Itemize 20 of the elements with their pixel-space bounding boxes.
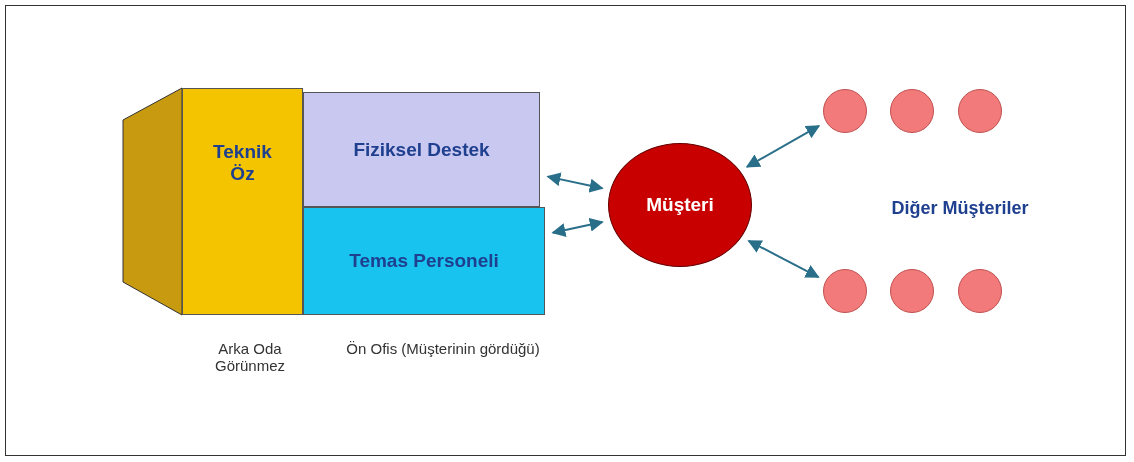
node-label: Müşteri	[646, 194, 714, 216]
customer-circle	[958, 89, 1002, 133]
customer-circle	[958, 269, 1002, 313]
label-text: Ön Ofis (Müşterinin gördüğü)	[345, 340, 541, 357]
double-arrow	[546, 172, 604, 193]
customer-circle	[890, 269, 934, 313]
node-label: Temas Personeli	[349, 250, 499, 272]
double-arrow	[747, 239, 820, 279]
customer-circle	[823, 269, 867, 313]
customer-circle	[823, 89, 867, 133]
label-text: Diğer Müşteriler	[890, 198, 1030, 219]
double-arrow	[551, 217, 604, 237]
double-arrow	[745, 124, 821, 168]
node-label: Fiziksel Destek	[353, 138, 490, 161]
process-box	[303, 92, 540, 207]
node-label: Teknik Öz	[212, 141, 273, 185]
customer-circle	[890, 89, 934, 133]
process-box	[182, 88, 303, 315]
process-box	[303, 207, 545, 315]
label-text: Arka Oda Görünmez	[214, 340, 286, 374]
